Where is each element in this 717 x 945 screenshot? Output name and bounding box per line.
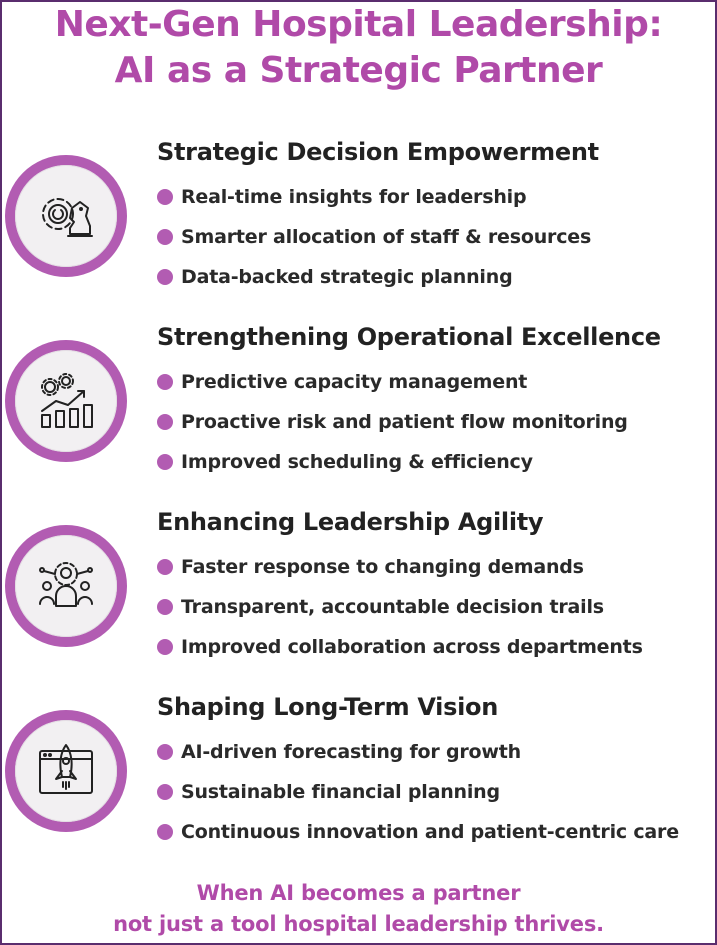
section-leadership-agility: Enhancing Leadership Agility Faster resp… xyxy=(0,505,717,675)
bullet-item: Predictive capacity management xyxy=(157,369,527,395)
bullet-dot-icon xyxy=(157,229,173,245)
bullet-text: Smarter allocation of staff & resources xyxy=(181,226,592,248)
section-operational-excellence: Strengthening Operational Excellence Pre… xyxy=(0,320,717,490)
bullet-text: Improved collaboration across department… xyxy=(181,636,643,658)
bullet-item: Continuous innovation and patient-centri… xyxy=(157,819,679,845)
bullet-item: Smarter allocation of staff & resources xyxy=(157,224,591,250)
rocket-launch-icon xyxy=(39,744,93,794)
bullet-dot-icon xyxy=(157,744,173,760)
bullet-text: Transparent, accountable decision trails xyxy=(181,596,604,618)
bullet-dot-icon xyxy=(157,189,173,205)
bullet-text: Faster response to changing demands xyxy=(181,556,584,578)
bullet-dot-icon xyxy=(157,414,173,430)
icon-circle xyxy=(5,710,127,832)
bullet-dot-icon xyxy=(157,824,173,840)
bullet-text: Data-backed strategic planning xyxy=(181,266,513,288)
bullet-item: Faster response to changing demands xyxy=(157,554,584,580)
chess-knight-strategy-icon xyxy=(42,198,93,237)
bullet-dot-icon xyxy=(157,639,173,655)
bullet-dot-icon xyxy=(157,784,173,800)
bullet-dot-icon xyxy=(157,269,173,285)
gears-bar-chart-icon xyxy=(41,373,93,428)
page-title: Next-Gen Hospital Leadership: AI as a St… xyxy=(0,2,717,94)
section-heading: Strategic Decision Empowerment xyxy=(157,138,599,166)
footer-tagline: When AI becomes a partner not just a too… xyxy=(0,878,717,940)
section-long-term-vision: Shaping Long-Term Vision AI-driven forec… xyxy=(0,690,717,860)
bullet-text: Improved scheduling & efficiency xyxy=(181,451,533,473)
bullet-dot-icon xyxy=(157,454,173,470)
icon-circle xyxy=(5,340,127,462)
bullet-dot-icon xyxy=(157,559,173,575)
section-strategic-decision: Strategic Decision Empowerment Real-time… xyxy=(0,135,717,305)
bullet-text: Real-time insights for leadership xyxy=(181,186,527,208)
team-network-icon xyxy=(39,562,93,607)
bullet-item: AI-driven forecasting for growth xyxy=(157,739,521,765)
bullet-text: Sustainable financial planning xyxy=(181,781,500,803)
bullet-item: Improved collaboration across department… xyxy=(157,634,643,660)
title-line-2: AI as a Strategic Partner xyxy=(114,50,603,91)
section-heading: Enhancing Leadership Agility xyxy=(157,508,544,536)
footer-line-2: not just a tool hospital leadership thri… xyxy=(113,912,604,936)
bullet-item: Transparent, accountable decision trails xyxy=(157,594,604,620)
bullet-dot-icon xyxy=(157,599,173,615)
section-heading: Shaping Long-Term Vision xyxy=(157,693,498,721)
bullet-text: AI-driven forecasting for growth xyxy=(181,741,521,763)
bullet-text: Continuous innovation and patient-centri… xyxy=(181,821,679,843)
bullet-item: Sustainable financial planning xyxy=(157,779,500,805)
icon-circle xyxy=(5,525,127,647)
bullet-item: Real-time insights for leadership xyxy=(157,184,527,210)
section-heading: Strengthening Operational Excellence xyxy=(157,323,661,351)
bullet-item: Improved scheduling & efficiency xyxy=(157,449,533,475)
footer-line-1: When AI becomes a partner xyxy=(196,881,521,905)
bullet-item: Proactive risk and patient flow monitori… xyxy=(157,409,628,435)
title-line-1: Next-Gen Hospital Leadership: xyxy=(54,4,663,45)
bullet-text: Proactive risk and patient flow monitori… xyxy=(181,411,628,433)
bullet-dot-icon xyxy=(157,374,173,390)
icon-circle xyxy=(5,155,127,277)
bullet-text: Predictive capacity management xyxy=(181,371,528,393)
bullet-item: Data-backed strategic planning xyxy=(157,264,513,290)
